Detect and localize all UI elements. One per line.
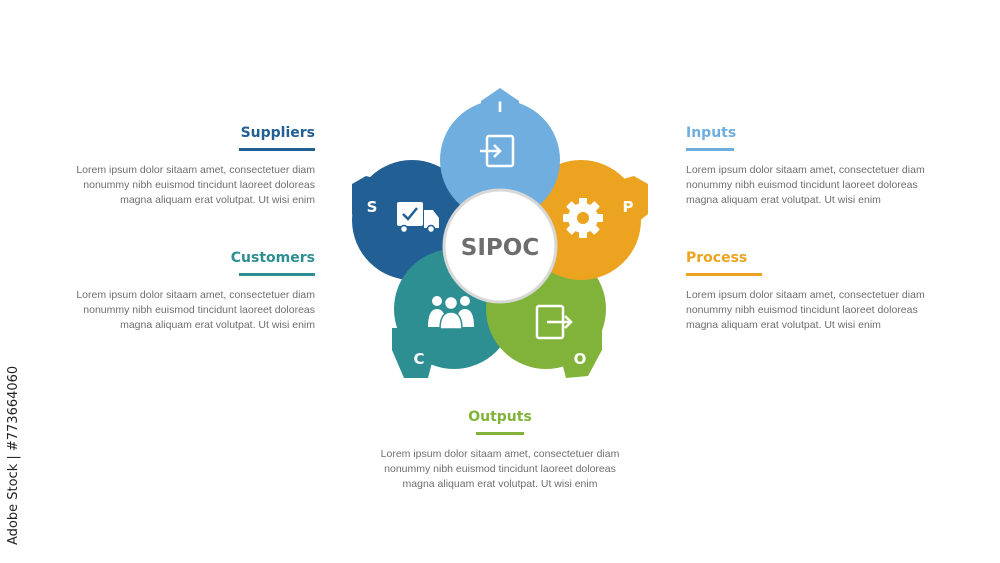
letter-p: P — [623, 198, 634, 216]
customers-underline — [239, 273, 315, 276]
delivery-truck-icon — [397, 202, 439, 234]
outputs-underline — [476, 432, 524, 435]
suppliers-underline — [239, 148, 315, 151]
letter-o: O — [574, 350, 587, 368]
gear-icon — [563, 198, 603, 238]
customers-title: Customers — [230, 250, 315, 266]
suppliers-body: Lorem ipsum dolor sitaam amet, consectet… — [76, 164, 315, 206]
stock-id-watermark: Adobe Stock | #773664060 — [6, 365, 21, 545]
outputs-block: Outputs Lorem ipsum dolor sitaam amet, c… — [375, 409, 625, 492]
outputs-title: Outputs — [468, 409, 532, 425]
process-block: Process Lorem ipsum dolor sitaam amet, c… — [686, 250, 936, 333]
letter-i: I — [497, 100, 502, 116]
outputs-body: Lorem ipsum dolor sitaam amet, consectet… — [380, 448, 620, 490]
inputs-block: Inputs Lorem ipsum dolor sitaam amet, co… — [686, 125, 936, 208]
people-group-icon — [428, 295, 474, 330]
customers-body: Lorem ipsum dolor sitaam amet, consectet… — [76, 289, 315, 331]
suppliers-block: Suppliers Lorem ipsum dolor sitaam amet,… — [65, 125, 315, 208]
letter-s: S — [367, 198, 378, 216]
petal-inputs — [440, 88, 560, 220]
center-hub: SIPOC — [442, 188, 558, 304]
process-body: Lorem ipsum dolor sitaam amet, consectet… — [686, 289, 925, 331]
inputs-underline — [686, 148, 734, 151]
sign-in-icon — [480, 134, 515, 168]
process-title: Process — [686, 250, 748, 266]
center-label: SIPOC — [461, 235, 539, 261]
inputs-title: Inputs — [686, 125, 737, 141]
letter-c: C — [413, 350, 424, 368]
suppliers-title: Suppliers — [240, 125, 315, 141]
process-underline — [686, 273, 762, 276]
customers-block: Customers Lorem ipsum dolor sitaam amet,… — [65, 250, 315, 333]
sign-out-icon — [535, 304, 573, 340]
inputs-body: Lorem ipsum dolor sitaam amet, consectet… — [686, 164, 925, 206]
